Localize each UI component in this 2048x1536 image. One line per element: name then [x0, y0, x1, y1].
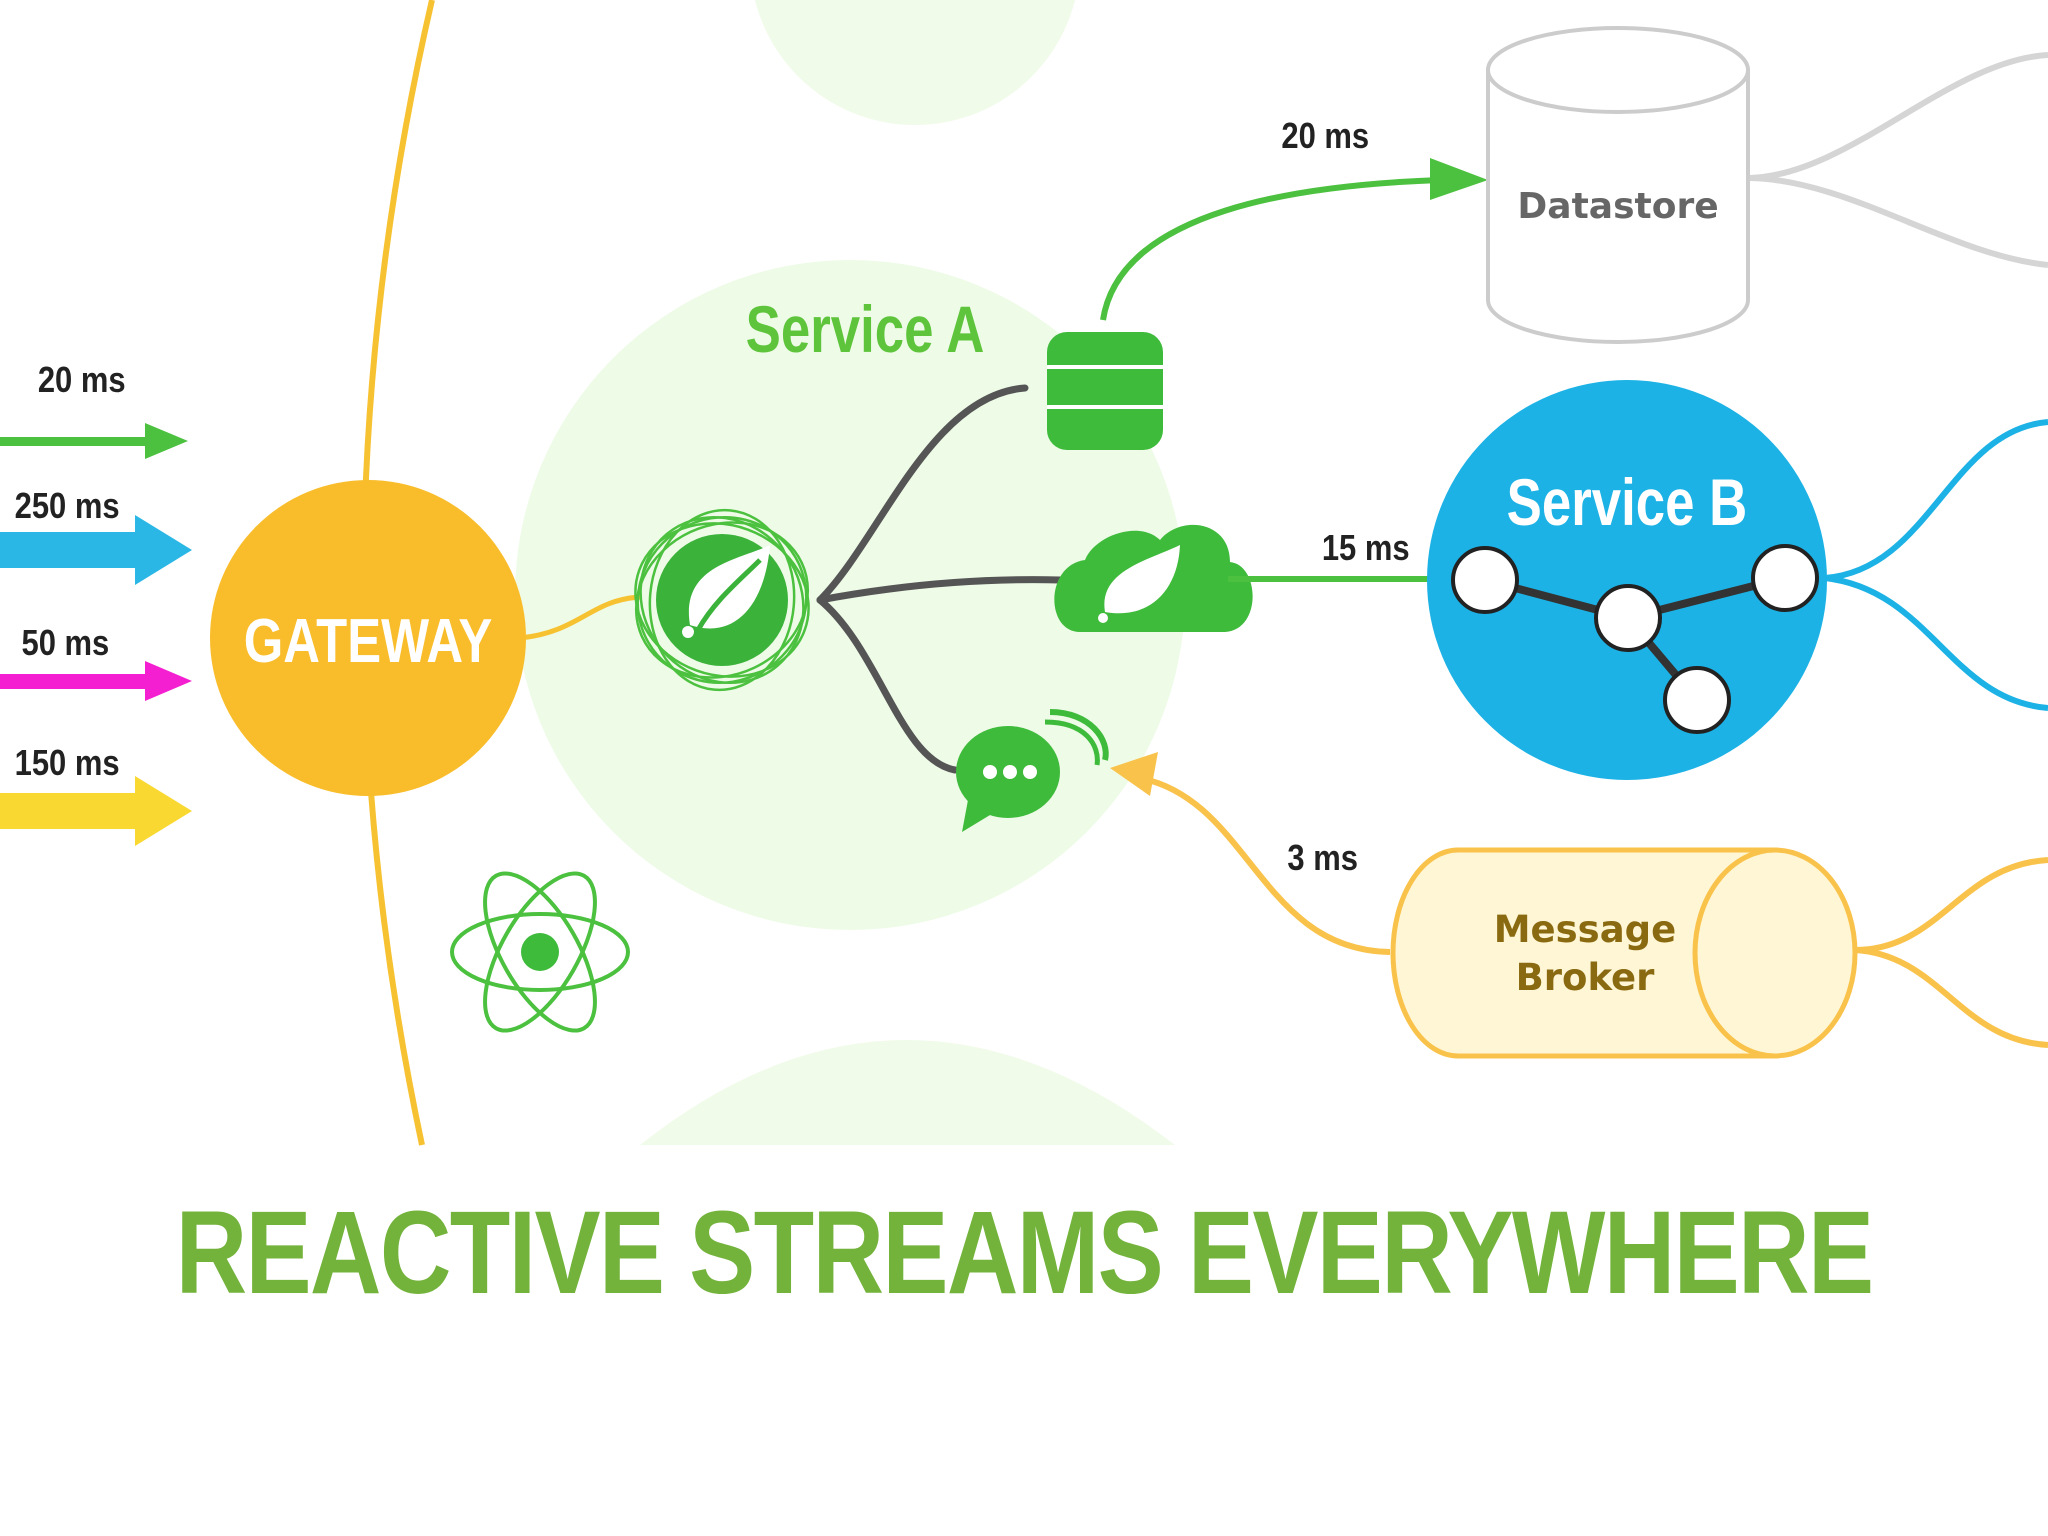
to-datastore-link — [1100, 177, 1441, 321]
from-broker-arrowhead — [1110, 752, 1158, 796]
broker-outgoing-links — [1854, 857, 2048, 1048]
datastore-latency: 20 ms — [1281, 117, 1369, 157]
incoming-arrow-150ms — [0, 776, 192, 846]
service-b-latency: 15 ms — [1322, 529, 1410, 569]
service-a-branches — [816, 384, 1064, 774]
service-b-label: Service B — [1507, 465, 1748, 539]
incoming-latency-20ms: 20 ms — [38, 361, 126, 401]
spring-node — [634, 508, 810, 692]
atom-icon — [450, 871, 630, 1033]
message-broker-node — [1390, 847, 1858, 1059]
gateway-node — [210, 480, 526, 796]
gateway-label: GATEWAY — [244, 607, 493, 676]
incoming-arrow-250ms — [0, 515, 192, 585]
top-bubble — [754, 0, 1076, 125]
broker-label-line1: Message — [1494, 908, 1677, 951]
service-b-node — [1427, 380, 1827, 780]
database-icon — [1047, 332, 1163, 450]
spring-leaf-icon — [682, 545, 770, 638]
graph-nodes-icon — [1451, 544, 1819, 734]
chat-bubble-icon — [956, 709, 1109, 832]
to-datastore-arrowhead — [1430, 158, 1488, 200]
service-b-outgoing-links — [1824, 419, 2048, 711]
slide-caption: REACTIVE STREAMS EVERYWHERE — [175, 1187, 1874, 1319]
incoming-latency-250ms: 250 ms — [15, 487, 120, 527]
broker-latency: 3 ms — [1287, 839, 1358, 879]
datastore-label: Datastore — [1517, 186, 1718, 227]
service-a-label: Service A — [746, 292, 985, 366]
bottom-bubble — [640, 1040, 1175, 1145]
datastore-node — [1486, 26, 1750, 344]
incoming-arrow-20ms — [0, 423, 188, 459]
gateway-to-service-a-link — [519, 594, 641, 641]
cloud-leaf-icon — [1054, 524, 1253, 632]
incoming-latency-150ms: 150 ms — [15, 744, 120, 784]
incoming-arrow-50ms — [0, 661, 192, 701]
from-broker-link — [1139, 775, 1391, 955]
incoming-latency-50ms: 50 ms — [21, 624, 109, 664]
broker-label-line2: Broker — [1516, 956, 1656, 999]
datastore-outgoing-links — [1749, 52, 2048, 268]
